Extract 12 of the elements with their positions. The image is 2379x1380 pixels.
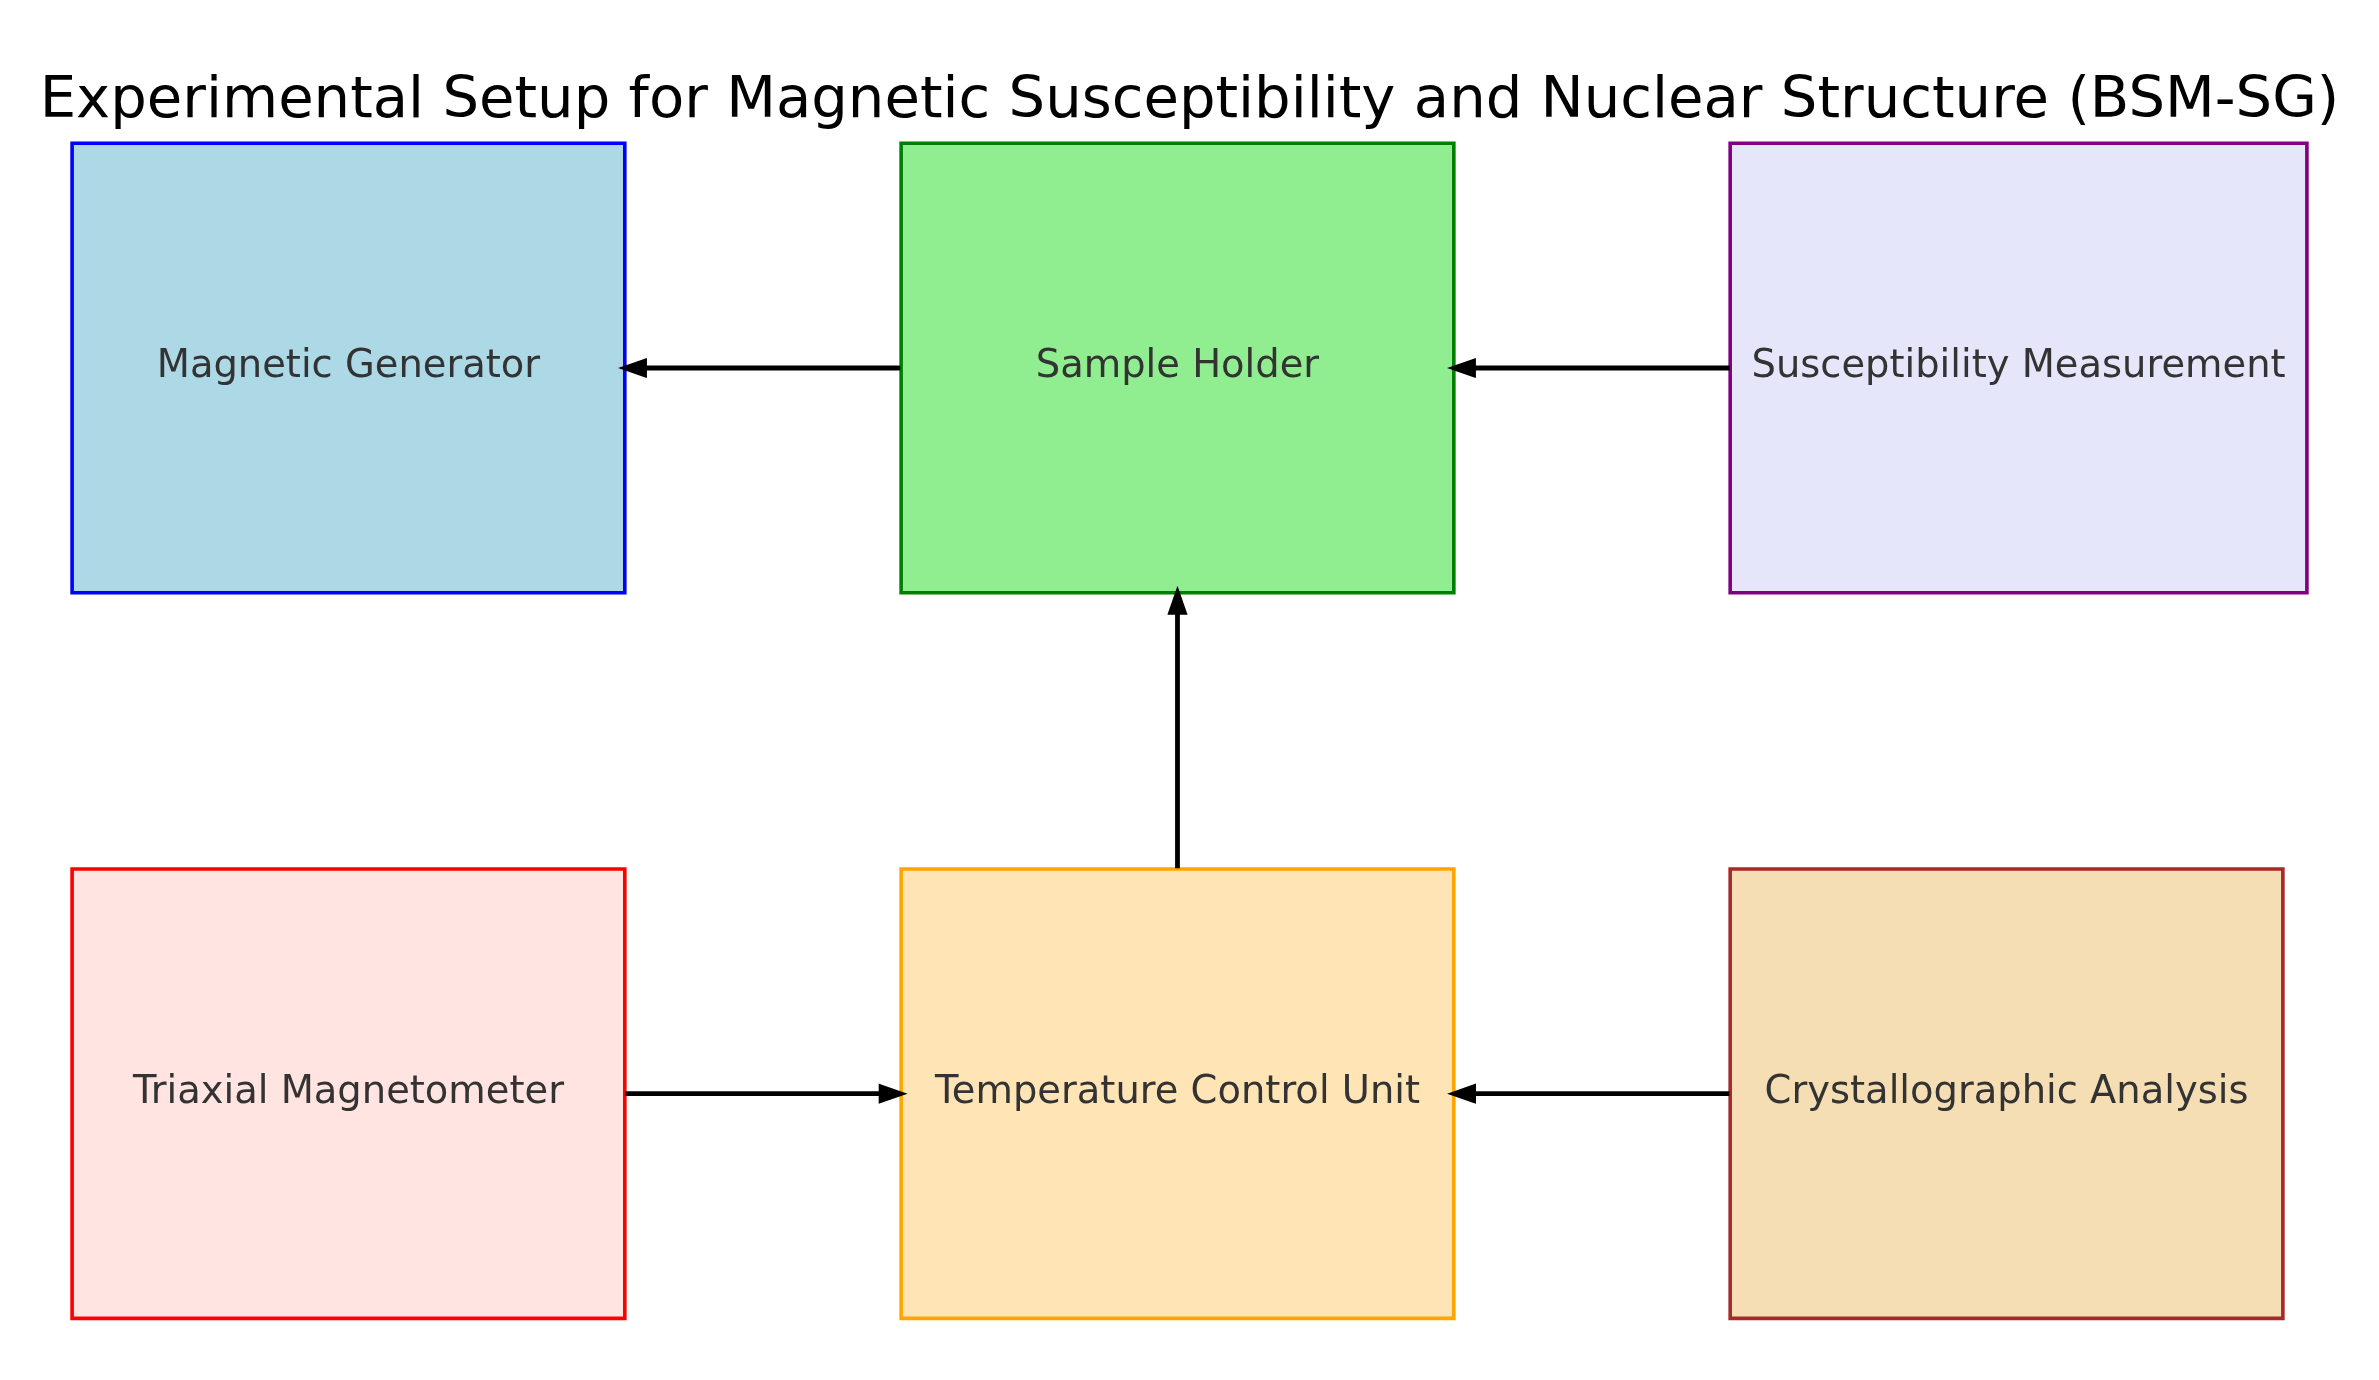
node-box: Magnetic Generator <box>70 141 627 595</box>
arrow <box>1447 1083 1730 1104</box>
node-box: Sample Holder <box>899 141 1456 595</box>
arrow <box>1447 357 1730 379</box>
node-box: Crystallographic Analysis <box>1728 867 2285 1321</box>
node-box: Susceptibility Measurement <box>1728 141 2309 595</box>
node-box: Temperature Control Unit <box>899 867 1456 1321</box>
arrow <box>1167 585 1188 869</box>
arrow <box>618 357 901 379</box>
arrow <box>625 1083 908 1104</box>
diagram-title: Experimental Setup for Magnetic Susceptibility and Nuclear Structure (BSM-SG) <box>39 63 2340 132</box>
node-box: Triaxial Magnetometer <box>70 867 627 1321</box>
